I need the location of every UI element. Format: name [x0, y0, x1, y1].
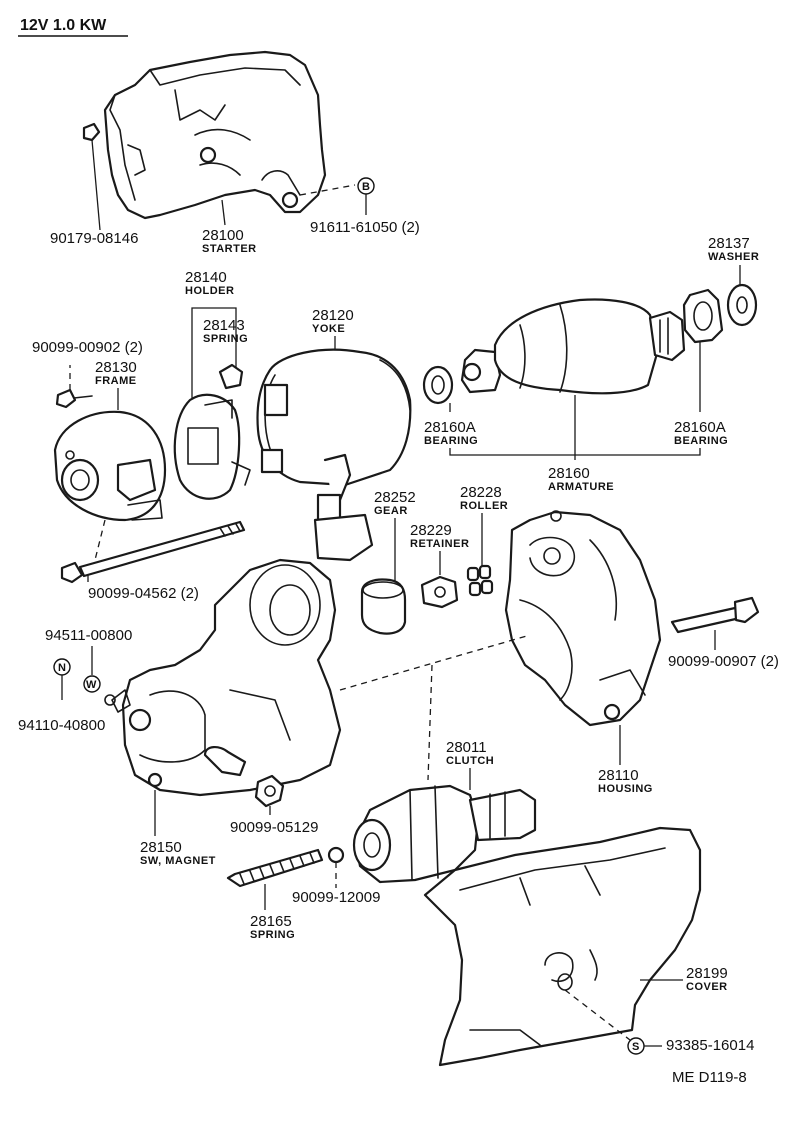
part-number-91611-61050: 91611-61050 (2)	[310, 219, 420, 236]
part-number-28130: 28130	[95, 359, 137, 376]
part-name-bearing-left: BEARING	[424, 435, 478, 447]
bearing-28160a-right-drawing	[682, 288, 724, 412]
diagram-reference: ME D119-8	[672, 1069, 747, 1086]
part-name-spring-28143: SPRING	[203, 333, 248, 345]
spring-28143-drawing	[218, 363, 244, 390]
part-name-bearing-right: BEARING	[674, 435, 728, 447]
symbol-n: N	[58, 662, 66, 674]
symbol-b: B	[362, 181, 370, 193]
part-number-28252: 28252	[374, 489, 416, 506]
part-name-yoke: YOKE	[312, 323, 345, 335]
bolt-04562-drawing	[60, 519, 246, 584]
part-number-28228: 28228	[460, 484, 502, 501]
clutch-28011-drawing	[352, 784, 537, 884]
symbol-s: S	[632, 1041, 639, 1053]
part-number-90179-08146: 90179-08146	[50, 230, 138, 247]
part-number-94511-00800: 94511-00800	[45, 627, 132, 644]
gear-28252-drawing	[360, 578, 407, 635]
part-name-roller: ROLLER	[460, 500, 508, 512]
part-number-90099-00902: 90099-00902 (2)	[32, 339, 143, 356]
part-name-frame: FRAME	[95, 375, 137, 387]
part-number-28140: 28140	[185, 269, 227, 286]
part-number-28110: 28110	[598, 767, 639, 784]
part-number-93385-16014: 93385-16014	[666, 1037, 754, 1054]
part-name-sw-magnet: SW, MAGNET	[140, 855, 216, 867]
part-number-28137: 28137	[708, 235, 750, 252]
part-name-housing: HOUSING	[598, 783, 653, 795]
frame-28130-drawing	[53, 410, 167, 522]
part-number-28160: 28160	[548, 465, 590, 482]
part-number-28229: 28229	[410, 522, 452, 539]
part-number-28160a-left: 28160A	[424, 419, 476, 436]
part-number-28199: 28199	[686, 965, 728, 982]
part-number-28165: 28165	[250, 913, 292, 930]
diagram-title: 12V 1.0 KW	[20, 17, 107, 34]
ball-12009-drawing	[327, 846, 345, 888]
bolt-00907-drawing	[670, 596, 760, 650]
part-number-28143: 28143	[203, 317, 245, 334]
part-name-holder: HOLDER	[185, 285, 234, 297]
part-name-retainer: RETAINER	[410, 538, 469, 550]
retainer-28229-drawing	[420, 575, 459, 609]
symbol-circle-w	[83, 675, 101, 693]
part-name-spring-28165: SPRING	[250, 929, 295, 941]
spring-28165-drawing	[226, 848, 324, 910]
part-number-28100: 28100	[202, 227, 244, 244]
part-name-cover: COVER	[686, 981, 728, 993]
housing-28110-drawing	[504, 510, 662, 727]
part-name-washer: WASHER	[708, 251, 759, 263]
roller-28228-drawing	[466, 564, 494, 597]
yoke-28120-drawing	[256, 348, 412, 562]
part-number-90099-12009: 90099-12009	[292, 889, 380, 906]
screw-00902-drawing	[55, 365, 93, 409]
part-number-28160a-right: 28160A	[674, 419, 726, 436]
part-name-starter: STARTER	[202, 243, 257, 255]
part-number-28120: 28120	[312, 307, 354, 324]
part-number-28150: 28150	[140, 839, 182, 856]
part-number-90099-04562: 90099-04562 (2)	[88, 585, 199, 602]
cover-28199-drawing	[423, 826, 702, 1067]
starter-assembly-drawing	[82, 50, 356, 231]
part-number-94110-40800: 94110-40800	[18, 717, 105, 734]
part-name-armature: ARMATURE	[548, 481, 614, 493]
bearing-28160a-left-drawing	[422, 365, 454, 412]
holder-28140-drawing	[173, 393, 251, 500]
part-name-clutch: CLUTCH	[446, 755, 494, 767]
nut-05129-drawing	[254, 774, 285, 815]
part-number-90099-00907: 90099-00907 (2)	[668, 653, 779, 670]
armature-28160-drawing	[460, 298, 686, 395]
part-number-90099-05129: 90099-05129	[230, 819, 318, 836]
part-name-gear: GEAR	[374, 505, 408, 517]
symbol-w: W	[86, 679, 97, 691]
part-number-28011: 28011	[446, 739, 487, 756]
washer-28137-drawing	[726, 265, 758, 327]
bolt-08146-drawing	[82, 122, 101, 231]
